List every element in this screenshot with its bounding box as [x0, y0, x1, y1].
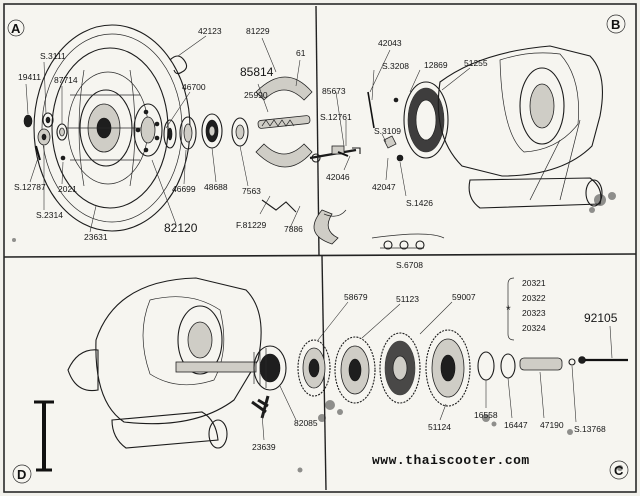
labels-c: 58679 51123 59007 51124 16558 16447 4719… — [344, 278, 618, 434]
corner-labels: A B D C — [7, 14, 629, 484]
variant-bracket — [507, 277, 515, 341]
label-58679: 58679 — [344, 292, 368, 302]
label-s6708: S.6708 — [396, 260, 423, 270]
horizontal-divider — [3, 253, 637, 258]
gear-58679 — [297, 339, 331, 397]
label-87714: 87714 — [54, 75, 78, 85]
quadrant-c-drawing: * — [297, 277, 628, 407]
label-7886: 7886 — [284, 224, 303, 234]
label-s3111: S.3111 — [40, 51, 66, 61]
labels-b: 42043 S.3208 12869 51255 S.3109 42047 S.… — [372, 38, 488, 208]
label-46699: 46699 — [172, 184, 196, 194]
circlip-42123 — [169, 55, 188, 75]
drive-housing — [437, 45, 603, 209]
label-s2314: S.2314 — [36, 210, 63, 220]
label-81229: 81229 — [246, 26, 270, 36]
quadrant-a-drawing — [23, 24, 445, 250]
label-2021: 2021 — [58, 184, 77, 194]
leader-lines — [25, 35, 613, 441]
label-19411: 19411 — [18, 72, 41, 82]
label-23631: 23631 — [84, 232, 108, 242]
label-23639: 23639 — [252, 442, 276, 452]
label-42047: 42047 — [372, 182, 396, 192]
gear-51123 — [334, 336, 376, 404]
labels-a: S.3111 19411 87714 S.12787 2021 S.2314 2… — [14, 26, 423, 270]
label-20323: 20323 — [522, 308, 546, 318]
label-25990: 25990 — [244, 90, 268, 100]
label-s3109: S.3109 — [374, 126, 401, 136]
label-20322: 20322 — [522, 293, 546, 303]
gearbox-housing — [67, 277, 262, 449]
corner-b-circle — [606, 14, 626, 34]
label-82085: 82085 — [294, 418, 318, 428]
label-s12761: S.12761 — [320, 112, 352, 122]
small-hardware-a — [23, 112, 68, 161]
gasket-ring — [403, 81, 449, 159]
corner-d: D — [17, 467, 26, 482]
brake-drum — [33, 24, 191, 232]
label-16558: 16558 — [474, 410, 498, 420]
copy-noise — [12, 192, 623, 473]
gear-shaft-82085 — [175, 345, 287, 391]
label-92105: 92105 — [584, 311, 618, 325]
label-85814: 85814 — [240, 65, 274, 79]
cross-fitting-23639 — [251, 395, 270, 419]
label-20321: 20321 — [522, 278, 546, 288]
label-42043: 42043 — [378, 38, 402, 48]
label-20324: 20324 — [522, 323, 546, 333]
brake-shoes — [255, 76, 347, 245]
label-s13768: S.13768 — [574, 424, 606, 434]
label-51124: 51124 — [428, 422, 451, 432]
watermark-url: www.thaiscooter.com — [372, 453, 530, 468]
hub-bearings — [163, 113, 249, 150]
corner-a: A — [11, 21, 21, 36]
label-f81229: F.81229 — [236, 220, 267, 230]
label-61: 61 — [296, 48, 306, 58]
label-42046: 42046 — [326, 172, 350, 182]
label-51123: 51123 — [396, 294, 419, 304]
label-s1426: S.1426 — [406, 198, 433, 208]
gear-51124 — [425, 329, 471, 407]
rings-and-pin — [477, 351, 628, 381]
label-82120: 82120 — [164, 221, 198, 235]
corner-c: C — [614, 463, 624, 478]
label-16447: 16447 — [504, 420, 528, 430]
corner-c-circle — [609, 460, 629, 480]
quadrant-d-drawing — [34, 277, 287, 472]
label-7563: 7563 — [242, 186, 261, 196]
label-59007: 59007 — [452, 292, 476, 302]
label-48688: 48688 — [204, 182, 228, 192]
labels-d: 23639 82085 — [252, 418, 318, 452]
label-46700: 46700 — [182, 82, 206, 92]
hub-flange — [133, 103, 163, 157]
variant-asterisk: * — [506, 303, 511, 317]
label-47190: 47190 — [540, 420, 564, 430]
label-51255: 51255 — [464, 58, 488, 68]
scale-tool — [34, 400, 54, 472]
page-frame — [3, 3, 637, 493]
gear-59007 — [379, 332, 421, 404]
corner-b: B — [611, 17, 620, 32]
brake-cam-shaft — [261, 145, 357, 213]
label-12869: 12869 — [424, 60, 448, 70]
label-s12787: S.12787 — [14, 182, 46, 192]
quadrant-b-drawing — [337, 45, 603, 209]
connector-s6708 — [371, 233, 445, 250]
label-85673: 85673 — [322, 86, 346, 96]
corner-a-circle — [7, 19, 25, 37]
label-42123: 42123 — [198, 26, 222, 36]
small-hardware-b — [337, 91, 404, 162]
corner-d-circle — [12, 464, 32, 484]
label-s3208: S.3208 — [382, 61, 409, 71]
